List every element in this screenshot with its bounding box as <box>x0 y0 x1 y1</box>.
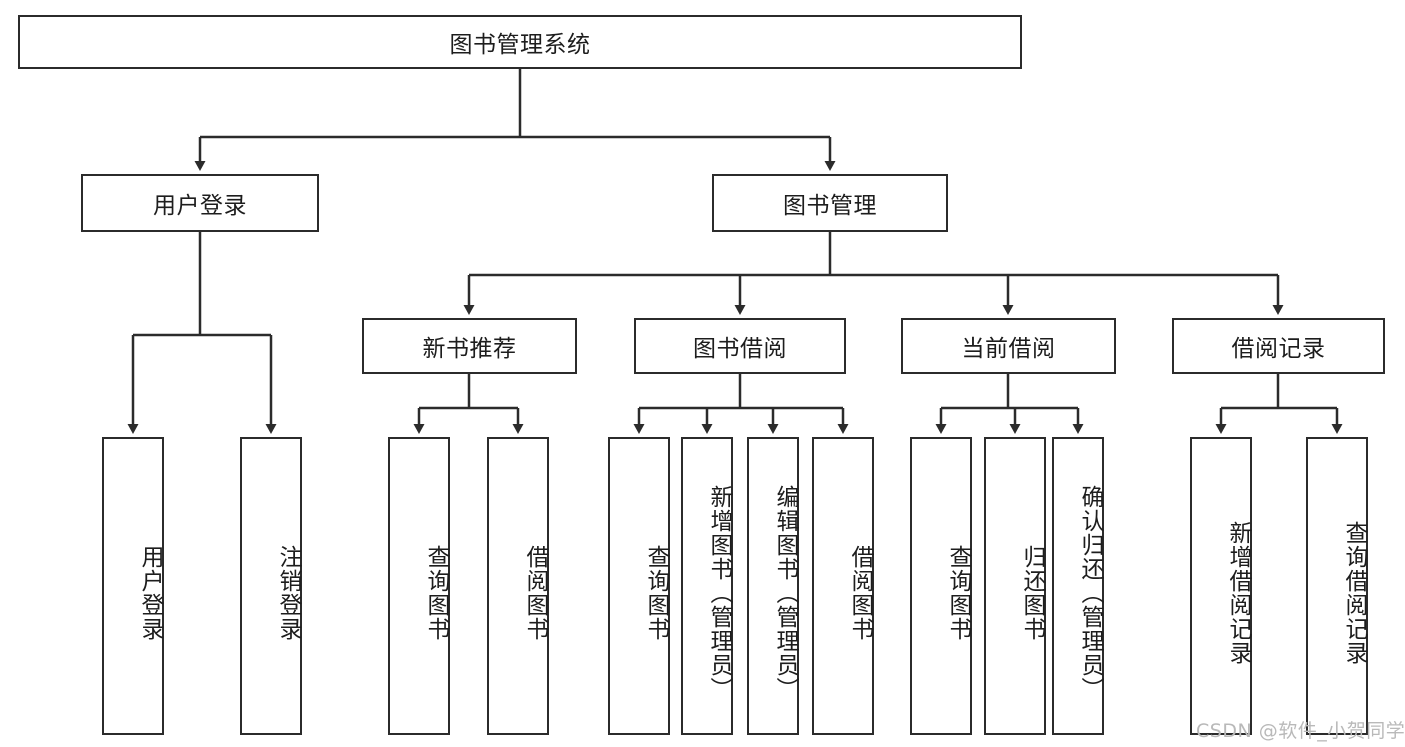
leaf-label: 归还图书 <box>1019 545 1045 641</box>
node-book-manage[interactable]: 图书管理 <box>712 174 948 232</box>
leaf-label: 新增图书（管理员） <box>706 485 732 701</box>
node-borrow-record[interactable]: 借阅记录 <box>1172 318 1385 374</box>
edges-new-book-rec <box>413 374 524 434</box>
leaf-label: 新增借阅记录 <box>1225 521 1251 665</box>
edges-book-borrow <box>633 374 849 434</box>
leaf-label: 查询借阅记录 <box>1341 521 1367 665</box>
edges-current-borrow <box>935 374 1084 434</box>
edges-book-manage <box>463 232 1284 315</box>
leaf-label: 借阅图书 <box>847 545 873 641</box>
leaf-label: 查询图书 <box>945 545 971 641</box>
edges-user-login <box>127 232 277 434</box>
edges-borrow-record <box>1215 374 1343 434</box>
leaf-label: 查询图书 <box>643 545 669 641</box>
edges-root <box>194 69 836 171</box>
leaf-label: 注销登录 <box>275 545 301 641</box>
leaf-label: 确认归还（管理员） <box>1077 485 1103 701</box>
node-leaf-confirm-return-admin[interactable]: 确认归还（管理员） <box>1052 437 1104 735</box>
node-leaf-add-borrow-record[interactable]: 新增借阅记录 <box>1190 437 1252 735</box>
node-leaf-borrow-book-rec[interactable]: 借阅图书 <box>487 437 549 735</box>
leaf-label: 查询图书 <box>423 545 449 641</box>
node-leaf-user-login[interactable]: 用户登录 <box>102 437 164 735</box>
leaf-label: 编辑图书（管理员） <box>772 485 798 701</box>
node-leaf-query-book-cur[interactable]: 查询图书 <box>910 437 972 735</box>
node-leaf-query-borrow-record[interactable]: 查询借阅记录 <box>1306 437 1368 735</box>
watermark-text: CSDN @软件_小贺同学 <box>1196 720 1405 742</box>
node-user-login[interactable]: 用户登录 <box>81 174 319 232</box>
node-new-book-rec[interactable]: 新书推荐 <box>362 318 577 374</box>
leaf-label: 用户登录 <box>137 545 163 641</box>
node-leaf-add-book-admin[interactable]: 新增图书（管理员） <box>681 437 733 735</box>
node-current-borrow[interactable]: 当前借阅 <box>901 318 1116 374</box>
leaf-label: 借阅图书 <box>522 545 548 641</box>
node-root[interactable]: 图书管理系统 <box>18 15 1022 69</box>
node-leaf-borrow-book[interactable]: 借阅图书 <box>812 437 874 735</box>
node-leaf-user-logout[interactable]: 注销登录 <box>240 437 302 735</box>
node-leaf-query-book-rec[interactable]: 查询图书 <box>388 437 450 735</box>
node-leaf-edit-book-admin[interactable]: 编辑图书（管理员） <box>747 437 799 735</box>
node-leaf-query-book-borrow[interactable]: 查询图书 <box>608 437 670 735</box>
node-book-borrow[interactable]: 图书借阅 <box>634 318 846 374</box>
node-leaf-return-book[interactable]: 归还图书 <box>984 437 1046 735</box>
